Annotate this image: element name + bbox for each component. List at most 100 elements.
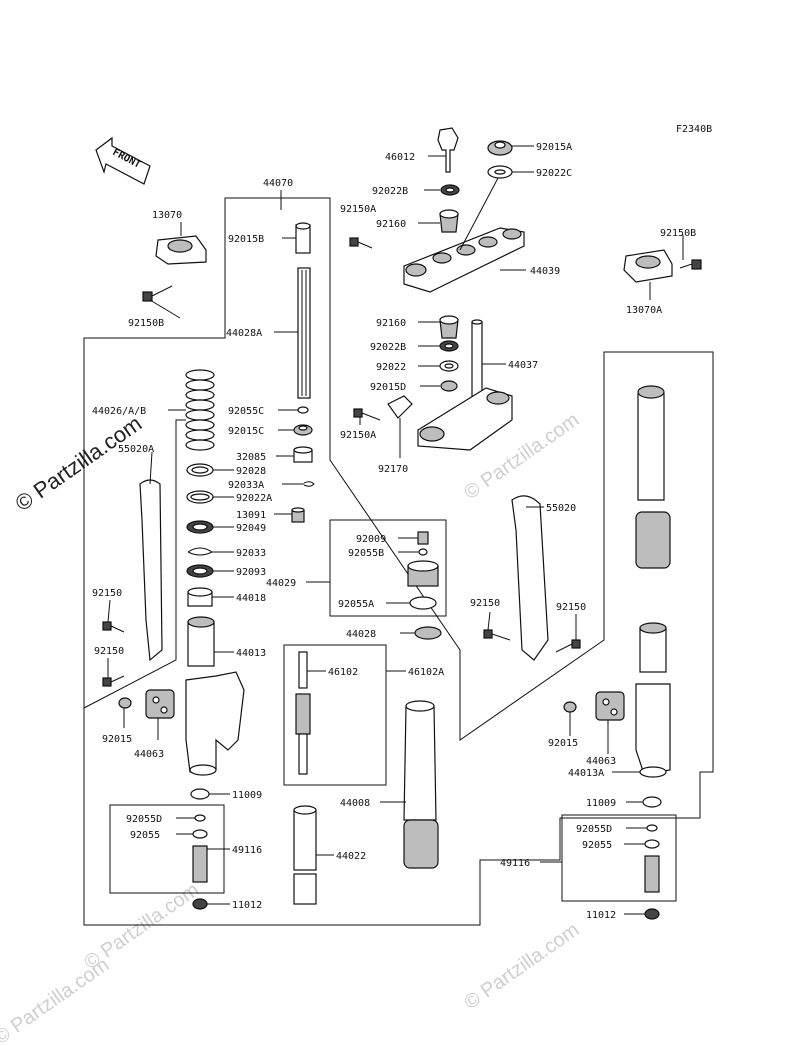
part-labels: 46012 92015A 92022C 92022B 92160 92150A … (92, 142, 696, 921)
label-92150A-top: 92150A (340, 204, 376, 215)
part-92022C (487, 165, 513, 179)
part-92015B (295, 222, 311, 254)
label-92055B: 92055B (348, 548, 384, 559)
label-11009-left: 11009 (232, 790, 262, 801)
label-55020A: 55020A (118, 444, 154, 455)
label-46012: 46012 (385, 152, 415, 163)
label-44028A: 44028A (226, 328, 262, 339)
label-44018: 44018 (236, 593, 266, 604)
label-44063-left: 44063 (134, 749, 164, 760)
label-92033: 92033 (236, 548, 266, 559)
label-44063-right: 44063 (586, 756, 616, 767)
label-44013: 44013 (236, 648, 266, 659)
label-92022C: 92022C (536, 168, 572, 179)
part-92033A (303, 481, 315, 487)
label-92150-right2: 92150 (556, 602, 586, 613)
label-13070: 13070 (152, 210, 182, 221)
part-44039-upper-clamp (403, 227, 525, 293)
label-92015A: 92015A (536, 142, 572, 153)
part-92160-mid (439, 315, 459, 339)
part-92055B (418, 548, 428, 556)
label-44037: 44037 (508, 360, 538, 371)
label-13070A: 13070A (626, 305, 662, 316)
part-55020-guard (511, 495, 549, 661)
group-outlines (83, 197, 714, 926)
label-92009: 92009 (356, 534, 386, 545)
label-92150-left1: 92150 (92, 588, 122, 599)
label-92015-right: 92015 (548, 738, 578, 749)
label-92150B-right: 92150B (660, 228, 696, 239)
label-92055D-left: 92055D (126, 814, 162, 825)
part-13091 (291, 507, 305, 523)
label-11009-right: 11009 (586, 798, 616, 809)
part-92150-left-bolts (102, 621, 125, 687)
label-92049: 92049 (236, 523, 266, 534)
part-92022B-mid (439, 340, 459, 352)
front-arrow-icon: FRONT (95, 136, 151, 185)
part-right-fork-upper (635, 385, 671, 569)
part-49116-left (192, 814, 208, 883)
part-44026-spring (185, 369, 215, 451)
label-92160-mid: 92160 (376, 318, 406, 329)
label-92055-left: 92055 (130, 830, 160, 841)
figure-code: F2340B (676, 124, 712, 135)
part-92049 (186, 520, 214, 534)
label-44026: 44026/A/B (92, 406, 146, 417)
part-11009-right (642, 796, 662, 808)
label-92055-right: 92055 (582, 840, 612, 851)
part-44028 (414, 626, 442, 640)
part-92015D (440, 380, 458, 392)
label-92022B-top: 92022B (372, 186, 408, 197)
label-92033A: 92033A (228, 480, 264, 491)
label-92055A: 92055A (338, 599, 374, 610)
label-13091: 13091 (236, 510, 266, 521)
label-92028: 92028 (236, 466, 266, 477)
label-44022: 44022 (336, 851, 366, 862)
label-92015-left: 92015 (102, 734, 132, 745)
part-44063-left (145, 689, 175, 719)
part-44008-inner-tube (403, 700, 439, 869)
part-11012-right (644, 908, 660, 920)
part-44037-stem (417, 319, 513, 451)
part-92150B-right-bolt (679, 259, 702, 270)
label-55020: 55020 (546, 503, 576, 514)
label-49116-left: 49116 (232, 845, 262, 856)
part-92015-right-nut (563, 701, 577, 713)
part-32085 (293, 446, 313, 463)
label-92022B-mid: 92022B (370, 342, 406, 353)
label-32085: 32085 (236, 452, 266, 463)
side-watermark: © Partzilla.com (11, 411, 147, 517)
label-92150B-left: 92150B (128, 318, 164, 329)
label-92150-left2: 92150 (94, 646, 124, 657)
part-44022 (293, 805, 317, 905)
part-55020A-guard (139, 479, 163, 662)
part-92022A (186, 490, 214, 504)
part-92015C (293, 424, 313, 436)
label-92022A: 92022A (236, 493, 272, 504)
label-92015B: 92015B (228, 234, 264, 245)
label-11012-right: 11012 (586, 910, 616, 921)
part-92009 (417, 531, 429, 545)
watermarks: © Partzilla.com © Partzilla.com © Partzi… (0, 409, 583, 1046)
label-49116-right: 49116 (500, 858, 530, 869)
part-92028 (186, 463, 214, 477)
label-92160-top: 92160 (376, 219, 406, 230)
leader-lines (107, 145, 684, 915)
label-44029: 44029 (266, 578, 296, 589)
part-11012-left (192, 898, 208, 910)
label-92150A-mid: 92150A (340, 430, 376, 441)
part-92150B-left-bolt (142, 285, 173, 302)
part-92015A (487, 140, 513, 156)
part-44013A-outer-tube (635, 622, 671, 778)
part-11009-left (190, 788, 210, 800)
part-92055C (297, 406, 309, 414)
watermark: © Partzilla.com (460, 919, 583, 1014)
part-92022 (439, 360, 459, 372)
part-44063-right (595, 691, 625, 721)
label-46102A: 46102A (408, 667, 444, 678)
label-92015D: 92015D (370, 382, 406, 393)
label-92150-right1: 92150 (470, 598, 500, 609)
label-44008: 44008 (340, 798, 370, 809)
label-92055D-right: 92055D (576, 824, 612, 835)
part-92093 (186, 564, 214, 578)
